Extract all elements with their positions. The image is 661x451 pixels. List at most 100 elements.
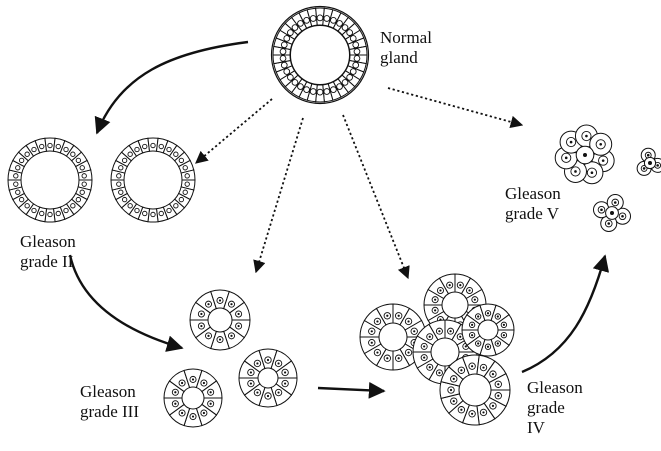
grade2-label: Gleason grade II xyxy=(20,232,76,272)
grade3-gland-top xyxy=(190,290,250,350)
cell-nucleolus xyxy=(497,342,499,344)
grade5-cluster-edge xyxy=(637,148,661,175)
cell-nucleolus xyxy=(449,284,451,286)
grade2-gland-right xyxy=(111,138,195,222)
grade4-label-line2: grade xyxy=(527,398,583,418)
grade3-label-line2: grade III xyxy=(80,402,139,422)
tumor-cell-nucleolus xyxy=(614,201,617,204)
cell-nucleolus xyxy=(474,299,476,301)
cell-nucleolus xyxy=(453,378,455,380)
cell-nucleolus xyxy=(219,338,221,340)
cluster-center-nucleus xyxy=(648,161,652,165)
cell-nucleolus xyxy=(284,371,286,373)
cluster-center-nucleus xyxy=(583,153,587,157)
cell-nucleolus xyxy=(203,412,205,414)
tumor-cell-nucleolus xyxy=(570,141,573,144)
tumor-cell-nucleolus xyxy=(643,167,646,170)
grade2-gland-left xyxy=(8,138,92,222)
cell-nucleolus xyxy=(492,405,494,407)
cell-nucleolus xyxy=(386,315,388,317)
cell-nucleolus xyxy=(181,412,183,414)
tumor-cell-nucleolus xyxy=(656,164,659,167)
cell-nucleolus xyxy=(465,345,467,347)
cell-nucleolus xyxy=(434,299,436,301)
arrow-grade2-to-grade3 xyxy=(70,255,182,348)
cell-nucleolus xyxy=(181,382,183,384)
normal-gland-label-line1: Normal xyxy=(380,28,432,48)
cell-nucleolus xyxy=(371,342,373,344)
cell-nucleolus xyxy=(438,330,440,332)
tumor-cell-nucleolus xyxy=(621,215,624,218)
tumor-cell-nucleolus xyxy=(607,222,610,225)
cell-nucleolus xyxy=(477,342,479,344)
cell-nucleolus xyxy=(497,315,499,317)
cell-nucleolus xyxy=(459,336,461,338)
cell-nucleolus xyxy=(386,357,388,359)
cell-nucleolus xyxy=(471,334,473,336)
cell-nucleolus xyxy=(429,336,431,338)
grade3-gland-bottom-left xyxy=(164,369,222,427)
grade4-gland-part-5 xyxy=(462,304,514,356)
cell-nucleolus xyxy=(200,313,202,315)
tumor-cell-nucleolus xyxy=(591,171,594,174)
cell-nucleolus xyxy=(423,345,425,347)
cell-nucleolus xyxy=(487,346,489,348)
cell-nucleolus xyxy=(497,383,499,385)
cell-nucleolus xyxy=(200,325,202,327)
cell-nucleolus xyxy=(439,289,441,291)
cell-nucleolus xyxy=(471,365,473,367)
cell-nucleolus xyxy=(503,324,505,326)
cell-nucleolus xyxy=(267,359,269,361)
grade5-cell-clusters xyxy=(555,125,661,231)
glands xyxy=(8,7,514,427)
grade5-label-line2: grade V xyxy=(505,204,561,224)
grade4-label-line3: IV xyxy=(527,418,583,438)
cell-nucleolus xyxy=(238,313,240,315)
cell-nucleolus xyxy=(284,382,286,384)
grade3-label: Gleason grade III xyxy=(80,382,139,422)
cell-nucleolus xyxy=(407,351,409,353)
cell-nucleolus xyxy=(376,351,378,353)
cell-nucleolus xyxy=(438,372,440,374)
cell-nucleolus xyxy=(429,366,431,368)
cell-nucleolus xyxy=(398,357,400,359)
cell-nucleolus xyxy=(250,382,252,384)
cluster-center-nucleus xyxy=(610,211,614,215)
tumor-cell-nucleolus xyxy=(585,135,588,138)
grade4-label: Gleason grade IV xyxy=(527,378,583,438)
cell-nucleolus xyxy=(219,299,221,301)
cell-nucleolus xyxy=(453,400,455,402)
cell-nucleolus xyxy=(267,395,269,397)
grade5-cluster-large xyxy=(555,125,614,184)
cell-nucleolus xyxy=(450,389,452,391)
cell-nucleolus xyxy=(192,378,194,380)
arrow-grade3-to-grade4 xyxy=(318,388,384,391)
cell-nucleolus xyxy=(256,362,258,364)
cell-nucleolus xyxy=(174,403,176,405)
normal-gland-label: Normal gland xyxy=(380,28,432,68)
dotted-arrow-to-grade2 xyxy=(196,99,272,163)
cell-nucleolus xyxy=(460,409,462,411)
cell-nucleolus xyxy=(459,284,461,286)
grade5-label-line1: Gleason xyxy=(505,184,561,204)
tumor-cell-nucleolus xyxy=(565,157,568,160)
cell-nucleolus xyxy=(398,315,400,317)
cell-nucleolus xyxy=(207,335,209,337)
grade2-label-line1: Gleason xyxy=(20,232,76,252)
cell-nucleolus xyxy=(477,315,479,317)
cell-nucleolus xyxy=(503,334,505,336)
cell-nucleolus xyxy=(371,330,373,332)
cell-nucleolus xyxy=(423,356,425,358)
cell-nucleolus xyxy=(230,335,232,337)
cell-nucleolus xyxy=(468,289,470,291)
cell-nucleolus xyxy=(471,324,473,326)
arrow-normal-to-grade2 xyxy=(97,42,248,133)
cell-nucleolus xyxy=(407,320,409,322)
cell-nucleolus xyxy=(460,369,462,371)
cell-nucleolus xyxy=(376,320,378,322)
cell-nucleolus xyxy=(482,366,484,368)
tumor-cell-nucleolus xyxy=(600,208,603,211)
cell-nucleolus xyxy=(192,415,194,417)
cell-nucleolus xyxy=(497,395,499,397)
tumor-cell-nucleolus xyxy=(647,154,650,157)
